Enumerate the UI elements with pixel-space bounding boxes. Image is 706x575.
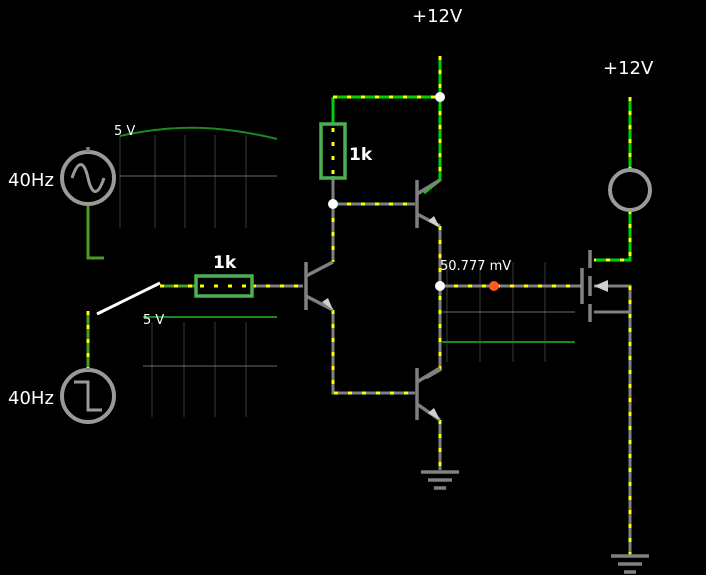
square-wave-icon	[74, 380, 102, 412]
node-vcc	[435, 92, 445, 102]
scope-sine[interactable]: 5 V	[114, 124, 278, 228]
wires	[86, 56, 632, 555]
lamp-circle-icon	[608, 168, 652, 212]
transistor-lower[interactable]	[415, 366, 441, 422]
scope-output-grid	[442, 262, 575, 362]
transistor-upper[interactable]	[415, 178, 441, 228]
scope-square-scale: 5 V	[143, 313, 164, 328]
transistor-q1[interactable]	[304, 260, 334, 312]
source-square-label: 40Hz	[8, 388, 54, 409]
source-square[interactable]: 40Hz	[8, 368, 116, 424]
scope-square[interactable]: 5 V	[143, 313, 277, 417]
transistor-q1-arrow	[322, 298, 333, 310]
ground-icon	[611, 554, 649, 574]
scope-square-grid	[143, 322, 277, 417]
probe-dot[interactable]	[489, 281, 499, 291]
scope-sine-grid	[119, 135, 277, 228]
scope-output[interactable]: 50.777 mV	[440, 259, 575, 362]
vcc-right-label: +12V	[603, 58, 654, 79]
node-output	[435, 281, 445, 291]
resistor-collector[interactable]: 1k	[319, 122, 373, 180]
transistor-upper-arrow	[428, 216, 440, 228]
mosfet-arrow	[594, 280, 608, 292]
transistor-lower-arrow	[428, 408, 440, 420]
ground-icon	[421, 470, 459, 490]
node-q1-base	[328, 199, 338, 209]
source-sine[interactable]: 40Hz	[8, 147, 116, 206]
sine-wave-icon	[70, 163, 106, 193]
scope-sine-trace	[119, 126, 278, 140]
resistor-base[interactable]: 1k	[194, 253, 254, 298]
lamp[interactable]	[608, 168, 652, 212]
probe-voltage-readout: 50.777 mV	[440, 259, 511, 274]
scope-sine-scale: 5 V	[114, 124, 135, 139]
current-dots	[86, 56, 632, 555]
vcc-left-label: +12V	[412, 6, 463, 27]
resistor-base-label: 1k	[213, 253, 237, 273]
mosfet[interactable]	[580, 250, 608, 322]
source-sine-label: 40Hz	[8, 170, 54, 191]
resistor-collector-label: 1k	[349, 145, 373, 165]
